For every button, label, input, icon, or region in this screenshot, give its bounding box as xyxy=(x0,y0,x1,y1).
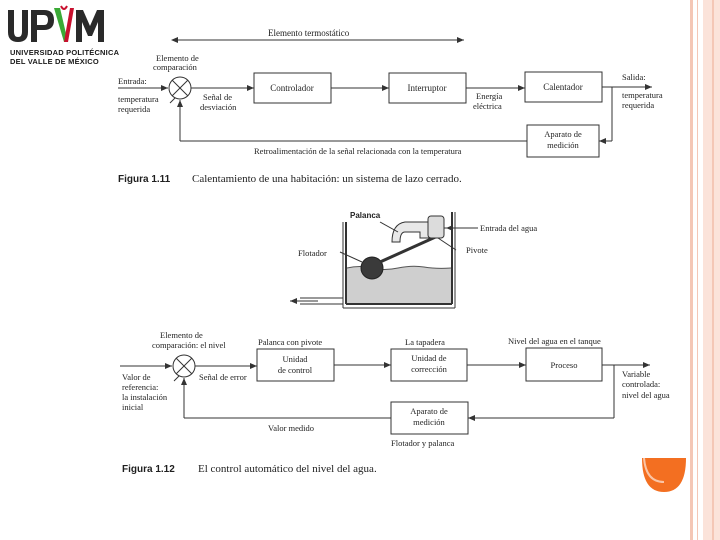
upvm-logo-mark xyxy=(8,5,104,42)
tank-float-label: Flotador xyxy=(298,248,327,258)
right-stripe-2 xyxy=(697,0,698,540)
fig11-caption-text: Calentamiento de una habitación: un sist… xyxy=(192,173,462,185)
fig12-caption-text: El control automático del nivel del agua… xyxy=(198,463,377,475)
fig11-energy-1: Energía xyxy=(476,91,503,101)
fig12-lid-label: La tapadera xyxy=(405,337,445,347)
fig11-top-label: Elemento termostático xyxy=(268,28,350,38)
fig12-ref-4: inicial xyxy=(122,402,144,412)
orange-accent-circle xyxy=(642,458,686,492)
fig12-ref-2: referencia: xyxy=(122,382,158,392)
fig12-measure-1: Aparato de xyxy=(410,406,448,416)
fig11-caption-number: Figura 1.11 xyxy=(118,174,171,185)
fig11-deviation-2: desviación xyxy=(200,102,237,112)
fig12-ref-3: la instalación xyxy=(122,392,168,402)
fig12-control-2: de control xyxy=(278,365,313,375)
fig12-measure-2: medición xyxy=(413,417,445,427)
fig12-error-label: Señal de error xyxy=(199,372,247,382)
fig11-switch-label: Interruptor xyxy=(408,83,447,93)
fig11-input-2: temperatura xyxy=(118,94,159,104)
fig12-var-1: Variable xyxy=(622,369,651,379)
fig12-caption-number: Figura 1.12 xyxy=(122,464,175,475)
tank-illustration xyxy=(290,212,478,309)
fig11-output-1: Salida: xyxy=(622,72,646,82)
fig12-correction-2: corrección xyxy=(411,364,448,374)
fig11-input-1: Entrada: xyxy=(118,76,147,86)
fig11-energy-2: eléctrica xyxy=(473,101,502,111)
fig12-comparator-1: Elemento de xyxy=(160,330,203,340)
right-stripe-1 xyxy=(690,0,693,540)
logo-line-2: DEL VALLE DE MÉXICO xyxy=(10,57,99,66)
fig11-measure-2: medición xyxy=(547,140,579,150)
fig11-feedback-label: Retroalimentación de la señal relacionad… xyxy=(254,146,462,156)
fig11-deviation-1: Señal de xyxy=(203,92,232,102)
fig12-float-lever-label: Flotador y palanca xyxy=(391,438,454,448)
tank-lever-label: Palanca xyxy=(350,211,381,220)
logo-line-1: UNIVERSIDAD POLITÉCNICA xyxy=(10,48,120,57)
fig12-correction-1: Unidad de xyxy=(411,353,446,363)
right-stripe-3 xyxy=(703,0,720,540)
fig12-process-label: Proceso xyxy=(551,360,578,370)
fig12-control-1: Unidad xyxy=(282,354,308,364)
upvm-logo: UNIVERSIDAD POLITÉCNICA DEL VALLE DE MÉX… xyxy=(4,4,119,66)
fig11-comparator-label-2: comparación xyxy=(153,62,198,72)
fig11-output-3: requerida xyxy=(622,100,654,110)
fig11-heater-label: Calentador xyxy=(543,82,583,92)
fig12-var-2: controlada: xyxy=(622,379,660,389)
tank-pivot-label: Pivote xyxy=(466,245,488,255)
fig11-measure-1: Aparato de xyxy=(544,129,582,139)
fig11-controller-label: Controlador xyxy=(270,83,314,93)
fig12-var-3: nivel del agua xyxy=(622,390,670,400)
right-stripe-4 xyxy=(712,0,714,540)
fig12-lever-pivot-label: Palanca con pivote xyxy=(258,337,322,347)
fig12-water-level-label: Nivel del agua en el tanque xyxy=(508,336,601,346)
fig12-measured-label: Valor medido xyxy=(268,423,314,433)
fig12-comparator-2: comparación: el nivel xyxy=(152,340,226,350)
fig12-ref-1: Valor de xyxy=(122,372,151,382)
fig11-input-3: requerida xyxy=(118,104,150,114)
fig11-output-2: temperatura xyxy=(622,90,663,100)
fig11-comparator-label-1: Elemento de xyxy=(156,53,199,63)
tank-water-in-label: Entrada del agua xyxy=(480,223,537,233)
